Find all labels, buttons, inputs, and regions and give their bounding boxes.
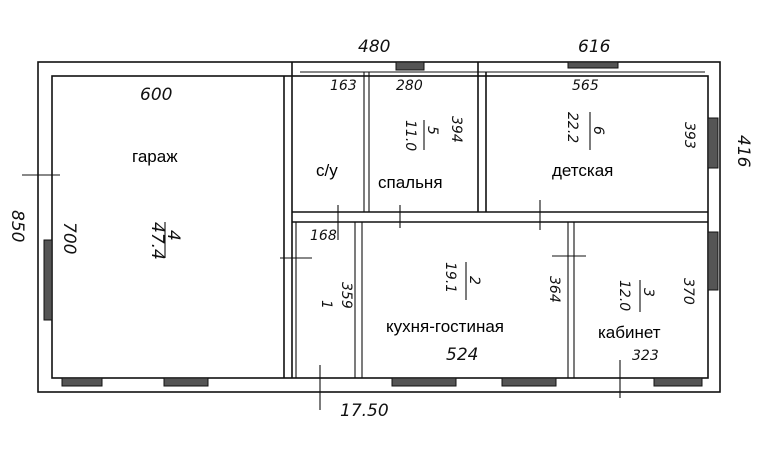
top-dim-right: 616: [578, 37, 611, 57]
room-name: кухня-гостиная: [386, 317, 504, 336]
room-area: 11.0: [402, 120, 418, 151]
room-depth: 364: [546, 276, 562, 303]
room-name: спальня: [378, 173, 443, 192]
room-area: 12.0: [616, 280, 632, 311]
room-name: гараж: [132, 147, 178, 166]
room-width: 280: [396, 78, 423, 94]
room-area: 22.2: [564, 112, 580, 143]
room-number: 2: [466, 276, 482, 285]
room-depth: 370: [680, 278, 696, 305]
room-width: 565: [572, 78, 599, 94]
right-dim: 416: [733, 135, 753, 168]
outer-walls: [37, 61, 721, 393]
room-width: 168: [310, 228, 337, 244]
room-number: 3: [640, 288, 656, 297]
room-depth: 700: [59, 222, 79, 254]
room-area: 19.1: [442, 262, 458, 293]
room-depth: 359: [338, 282, 354, 309]
top-dim-left: 480: [358, 37, 390, 57]
room-number: 1: [318, 300, 334, 309]
room-number: 6: [590, 126, 606, 135]
room-bathroom: 163 с/у: [316, 78, 357, 180]
room-width: 163: [330, 78, 357, 94]
room-depth: 394: [448, 116, 464, 143]
room-width: 323: [632, 348, 659, 364]
room-hall: 168 359 1: [310, 228, 354, 309]
room-name: детская: [552, 161, 613, 180]
room-width: 524: [446, 345, 478, 365]
interior-walls: [283, 62, 708, 378]
room-number: 5: [424, 126, 440, 135]
room-kids: 565 22.2 6 393 детская: [552, 78, 697, 180]
room-depth: 393: [681, 122, 697, 149]
room-name: кабинет: [598, 323, 661, 342]
windows: [43, 61, 719, 387]
room-garage: 600 гараж 700 47.4 4: [59, 85, 183, 260]
overall-width: 17.50: [340, 401, 389, 421]
room-bedroom: 280 11.0 5 394 спальня: [378, 78, 464, 192]
room-number: 4: [163, 230, 183, 241]
room-kitchen-living: 19.1 2 364 кухня-гостиная 524: [386, 262, 562, 365]
dimension-ticks: [22, 174, 621, 410]
room-name: с/у: [316, 161, 338, 180]
room-width: 600: [140, 85, 172, 105]
room-study: 12.0 3 370 кабинет 323: [598, 278, 696, 364]
overall-depth: 850: [7, 210, 27, 242]
room-area: 47.4: [147, 222, 167, 260]
